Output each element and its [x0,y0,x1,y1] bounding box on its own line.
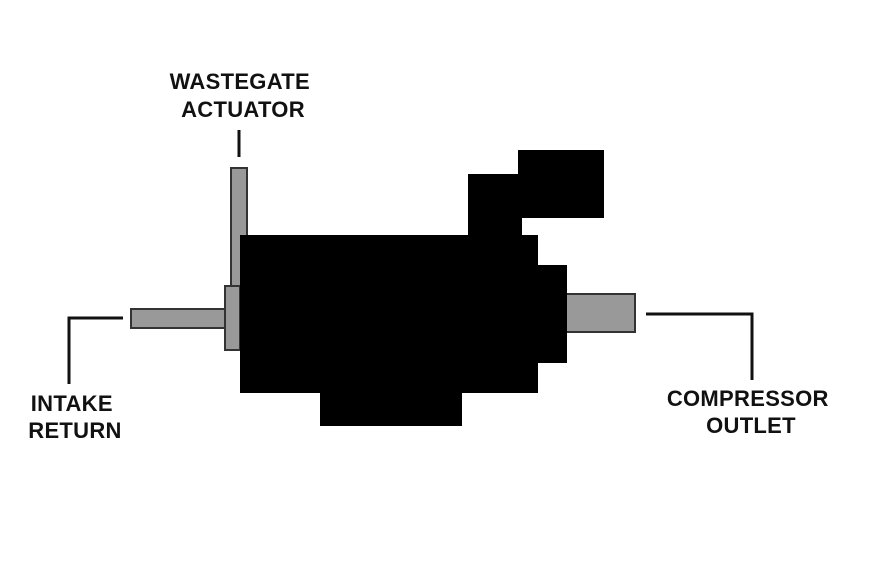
wastegate-actuator-label-line1: WASTEGATE [170,69,310,94]
compressor-outlet-label-line1: COMPRESSOR [667,386,829,411]
wastegate-actuator-label: WASTEGATE ACTUATOR [170,69,317,122]
compressor-outlet-port [564,293,636,333]
compressor-outlet-label-line2: OUTLET [706,413,796,438]
valve-body-right-step [536,265,567,363]
valve-body-top-block [518,150,604,218]
wastegate-actuator-label-line2: ACTUATOR [181,97,305,122]
outlet-leader-line [646,312,754,380]
intake-return-label-line2: RETURN [28,418,121,443]
intake-return-label-line1: INTAKE [31,391,113,416]
intake-leader-line [67,316,123,384]
intake-return-flange [224,285,241,351]
valve-body-upper-block [468,174,522,238]
valve-body [240,150,604,426]
intake-return-label: INTAKE RETURN [28,391,121,443]
valve-body-main [240,235,538,393]
valve-body-bottom-block [320,390,462,426]
compressor-outlet-label: COMPRESSOR OUTLET [667,386,835,438]
intake-return-port [130,308,228,329]
